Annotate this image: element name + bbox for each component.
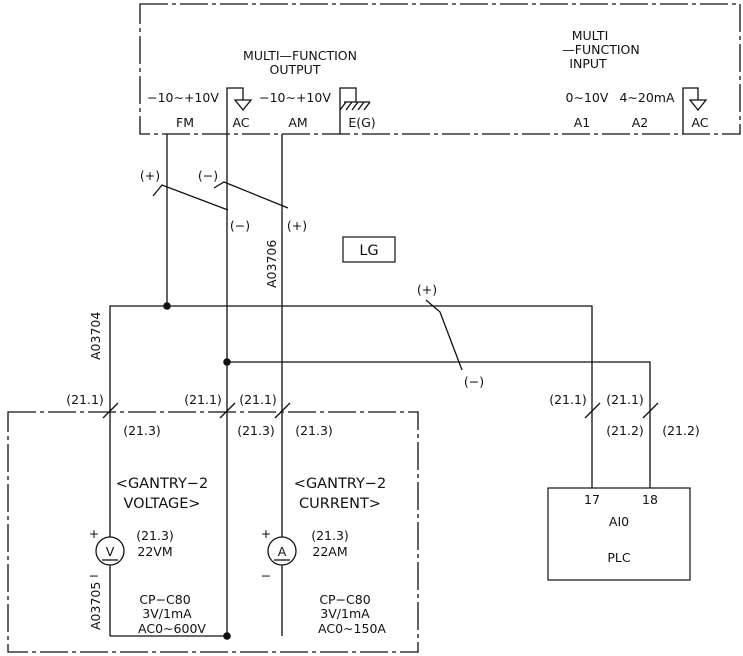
range-a1: 0∼10V [566,90,609,105]
voltmeter-title-1: <GANTRY−2 [116,476,208,492]
voltmeter-title-2: VOLTAGE> [123,496,200,512]
voltmeter-rating: 3V/1mA [142,606,192,621]
range-a2: 4∼20mA [619,90,675,105]
ref-label: (21.1) [239,392,277,407]
ref-label: (21.3) [237,423,275,438]
ammeter-range: AC0∼150A [318,621,386,636]
polarity-minus: (−) [198,168,218,183]
polarity-plus: (+) [140,168,160,183]
ac-common-icon [226,87,253,134]
plc-module: AI0 [609,514,629,529]
ammeter-title-2: CURRENT> [299,496,381,512]
terminal-eg: E(G) [348,115,375,130]
ac-common-icon-input [682,87,708,134]
junction-dot [223,632,231,640]
polarity-plus: (+) [287,218,307,233]
conductor-ticks [102,402,659,419]
voltmeter-range: AC0∼600V [138,621,206,636]
wire-label-a03705: A03705 [88,582,103,630]
ammeter-model: CP−C80 [319,592,370,607]
voltmeter-model: CP−C80 [139,592,190,607]
twisted-pair-marker [152,181,289,211]
polarity-minus: (−) [464,374,484,389]
ref-label: (21.3) [295,423,333,438]
ground-icon [339,87,371,134]
lg-box [342,236,396,263]
voltmeter-tag: 22VM [137,544,172,559]
terminal-am: AM [288,115,307,130]
ref-label: (21.2) [662,423,700,438]
junction-dot [223,358,231,366]
wire-positive-bus [109,305,593,636]
mfi-title-1: MULTI [572,28,609,43]
voltmeter-plus: + [89,526,99,541]
plc-terminal-17: 17 [584,492,600,507]
ammeter-ref: (21.3) [311,528,349,543]
range-am: −10∼+10V [259,90,331,105]
polarity-minus: (−) [230,218,250,233]
plc-name: PLC [607,550,631,565]
mfo-title-2: OUTPUT [270,62,321,77]
wire-label-a03704: A03704 [88,312,103,360]
wire-negative-bus [227,361,651,488]
meter-panel-box [7,411,419,653]
ammeter-icon: A [267,536,297,566]
voltmeter-minus: − [89,568,99,583]
mfo-title-1: MULTI—FUNCTION [243,48,357,63]
ammeter-symbol: A [278,544,287,559]
ref-label: (21.1) [66,392,104,407]
junction-dot [163,302,171,310]
ammeter-plus: + [261,526,271,541]
ref-label: (21.2) [606,423,644,438]
terminal-ac-input: AC [691,115,708,130]
plc-terminal-18: 18 [642,492,658,507]
mfi-title-2: —FUNCTION [562,42,639,57]
mfi-title-3: INPUT [569,56,607,71]
inverter-terminal-box [139,3,741,135]
ammeter-minus: − [261,568,271,583]
wire-label-a03706: A03706 [264,240,279,288]
voltmeter-icon: V [95,536,125,566]
ref-label: (21.1) [184,392,222,407]
plc-box [547,487,691,581]
ref-label: (21.1) [549,392,587,407]
terminal-a1: A1 [574,115,591,130]
polarity-plus: (+) [417,282,437,297]
ref-label: (21.3) [123,423,161,438]
ammeter-rating: 3V/1mA [320,606,370,621]
ammeter-tag: 22AM [312,544,347,559]
voltmeter-ref: (21.3) [136,528,174,543]
ref-label: (21.1) [606,392,644,407]
range-fm: −10∼+10V [147,90,219,105]
twisted-pair-marker [425,299,463,371]
terminal-fm: FM [176,115,194,130]
ammeter-title-1: <GANTRY−2 [294,476,386,492]
terminal-ac: AC [232,115,249,130]
lg-label: LG [359,243,378,259]
voltmeter-symbol: V [106,544,115,559]
terminal-a2: A2 [632,115,649,130]
